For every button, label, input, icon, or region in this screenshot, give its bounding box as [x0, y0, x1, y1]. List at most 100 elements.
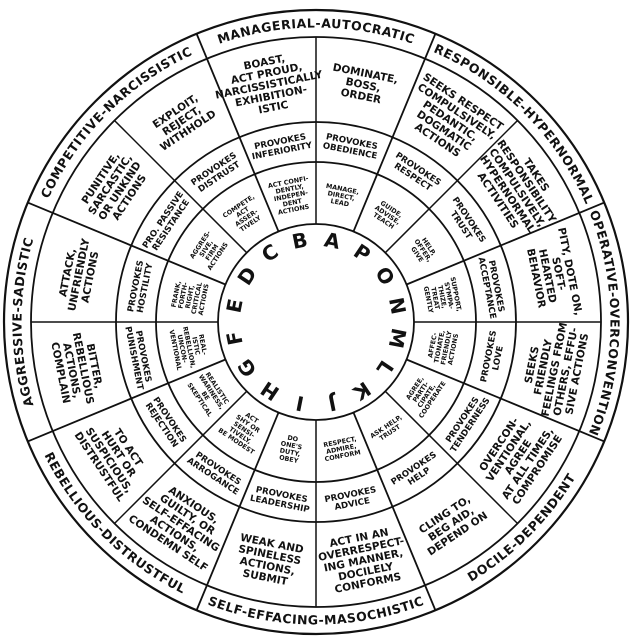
provokes-label-text: PROVOKESREJECTION — [142, 396, 187, 450]
provokes-label-text: PROVOKESINFERIORITY — [249, 131, 314, 162]
provokes-label: PROVOKESREJECTION — [142, 396, 188, 450]
inner-behavior: COMPETE,ACTASSER-TIVELY — [221, 193, 268, 237]
inner-behavior-text: AGGRES-SIVE,FIRMACTIONS — [188, 229, 230, 272]
category-divider — [195, 33, 280, 232]
provokes-label-text: PRO. PASSIVERESISTANCE — [141, 190, 194, 256]
inner-behavior-line: DENT — [282, 197, 303, 209]
inner-behavior-line: BE — [200, 390, 212, 402]
provokes-label-text: PROVOKESTRUST — [442, 196, 487, 250]
segment-letter: P — [349, 239, 375, 267]
inner-behavior: ASK HELP,TRUST — [369, 413, 404, 442]
category-divider — [352, 33, 437, 232]
outer-behavior-text: SEEKSFRIENDLYFEELINGS FROMOTHERS, EFFU-S… — [517, 317, 592, 422]
provokes-label-text: PROVOKESTENDERNESS — [441, 391, 493, 455]
provokes-label-text: PROVOKESARROGANCE — [185, 448, 246, 498]
inner-behavior: GUIDE,ADVISE,TEACH — [369, 198, 405, 232]
outer-behavior: BITTER,REBELLIOUSACTIONS,COMPLAIN — [47, 329, 107, 409]
provokes-label: PROVOKESOBEDIENCE — [322, 132, 379, 162]
outer-behavior: TO ACTHURT ORSUSPICIOUS,DISTRUSTFUL — [72, 411, 156, 505]
inner-behavior-text: REAL-ISTICREBELLION,UNCON-VENTIONAL — [167, 323, 211, 371]
inner-behavior-text: GUIDE,ADVISE,TEACH — [369, 198, 405, 232]
provokes-label-text: PROVOKESHELP — [390, 450, 444, 495]
segment-letter: L — [371, 356, 398, 380]
inner-behavior-text: DOONE'SDUTY,OBEY — [277, 433, 304, 466]
inner-behavior-text: SUPPORT,SYMPA-THIZE,TREATGENTLY — [421, 276, 463, 317]
inner-behavior-text: COMPETE,ACTASSER-TIVELY — [221, 193, 268, 237]
category-divider — [27, 201, 226, 286]
outer-behavior-text: EXPLOIT,REJECT,WITHHOLD — [145, 89, 218, 154]
category-divider — [406, 201, 605, 286]
segment-letter: B — [290, 227, 310, 254]
outer-behavior-text: PITY, DOTE ON,SOFT-HEARTEDBEHAVIOR — [521, 226, 584, 323]
inner-behavior: RESPECT,ADMIRE,CONFORM — [321, 435, 362, 464]
outer-behavior: PUNITIVE,SARCASTIC,OR UNKINDACTIONS — [77, 146, 155, 230]
outer-behavior-text: PUNITIVE,SARCASTIC,OR UNKINDACTIONS — [77, 146, 155, 230]
provokes-label-text: PROVOKESPUNISHMENT — [122, 324, 154, 391]
segment-letter: K — [348, 377, 375, 406]
ring-outlines — [2, 8, 630, 636]
outer-behavior: CLING TO,BEG AID,DEPEND ON — [417, 493, 490, 558]
outer-behavior-text: DOMINATE,BOSS,ORDER — [327, 62, 399, 109]
provokes-label: PROVOKESLEADERSHIP — [249, 484, 312, 515]
inner-behavior-text: FRANK,FORTH-RIGHT,CRITICALACTIONS — [169, 277, 211, 316]
inner-behavior-line: LEAD — [330, 197, 350, 208]
provokes-label: PROVOKESACCEPTANCE — [476, 255, 507, 320]
ring-circle — [217, 223, 415, 421]
provokes-label: PROVOKESDISTRUST — [190, 151, 244, 196]
provokes-label-text: PROVOKESRESPECT — [388, 151, 442, 196]
provokes-label: PROVOKESTRUST — [442, 196, 488, 250]
segment-letter: A — [322, 227, 342, 254]
inner-behavior-text: HELP,OFFER,GIVE — [407, 234, 440, 268]
inner-behavior-text: RESPECT,ADMIRE,CONFORM — [321, 435, 361, 464]
outer-behavior: ACT IN ANOVERRESPECT-ING MANNER,DOCILELY… — [315, 524, 412, 598]
inner-behavior-text: ACT CONFI-DENTLY,INDEPEN-DENTACTIONS — [267, 174, 315, 217]
inner-behavior-text: AFFEC-TIONATE,FRIENDLYACTIONS — [425, 327, 460, 367]
outer-behavior: ATTACK,UNFRIENDLYACTIONS — [55, 235, 104, 315]
inner-behavior: REALISTICWARINESS,BESKEPTICAL — [185, 369, 231, 419]
provokes-label-text: PROVOKESLOVE — [479, 330, 508, 385]
provokes-label: PROVOKESRESPECT — [388, 151, 443, 196]
inner-behavior: AGGRES-SIVE,FIRMACTIONS — [188, 229, 230, 272]
segment-letter: C — [257, 239, 283, 267]
provokes-label-text: PROVOKESADVICE — [324, 485, 379, 514]
provokes-label-text: PROVOKESHOSTILITY — [126, 260, 155, 315]
inner-behavior-text: REALISTICWARINESS,BESKEPTICAL — [185, 369, 231, 418]
segment-letter: M — [384, 326, 411, 350]
provokes-label: PROVOKESHELP — [390, 450, 444, 495]
inner-behavior: FRANK,FORTH-RIGHT,CRITICALACTIONS — [169, 277, 211, 316]
inner-behavior: AFFEC-TIONATE,FRIENDLYACTIONS — [425, 327, 460, 367]
outer-behavior-text: WEAK ANDSPINELESSACTIONS,SUBMIT — [232, 532, 304, 590]
provokes-label-text: PROVOKESACCEPTANCE — [476, 255, 507, 320]
segment-divider — [384, 119, 519, 254]
segment-letter: F — [221, 329, 247, 347]
provokes-label: PROVOKESLOVE — [479, 330, 508, 385]
ring-circle — [2, 8, 630, 636]
category-divider — [195, 412, 280, 611]
segment-letter: J — [326, 391, 340, 416]
provokes-label: PROVOKESPUNISHMENT — [122, 324, 154, 391]
segment-letter: E — [221, 297, 247, 315]
outer-behavior-text: ACT IN ANOVERRESPECT-ING MANNER,DOCILELY… — [315, 524, 412, 598]
outer-behavior: WEAK ANDSPINELESSACTIONS,SUBMIT — [232, 532, 305, 590]
provokes-label-text: PROVOKESDISTRUST — [190, 151, 244, 196]
inner-behavior: ACT CONFI-DENTLY,INDEPEN-DENTACTIONS — [267, 174, 315, 217]
outer-behavior: DOMINATE,BOSS,ORDER — [327, 62, 399, 109]
inner-behavior-text: MANAGE,DIRECT,LEAD — [322, 182, 359, 210]
outer-behavior: BOAST,ACT PROUD,NARCISSISTICALLYEXHIBITI… — [214, 53, 324, 117]
provokes-label-text: PROVOKESLEADERSHIP — [249, 484, 312, 515]
provokes-label: PROVOKESINFERIORITY — [249, 131, 314, 162]
outer-behavior-text: BITTER,REBELLIOUSACTIONS,COMPLAIN — [47, 329, 107, 409]
outer-behavior-text: ATTACK,UNFRIENDLYACTIONS — [55, 235, 104, 315]
outer-behavior-text: TO ACTHURT ORSUSPICIOUS,DISTRUSTFUL — [72, 411, 156, 505]
segment-letter: N — [384, 295, 411, 316]
provokes-label: PROVOKESADVICE — [324, 485, 379, 514]
category-divider — [27, 358, 226, 443]
provokes-label: PROVOKESHOSTILITY — [126, 260, 155, 315]
segment-divider — [113, 119, 248, 254]
segment-letter: D — [232, 262, 261, 289]
segment-letter: H — [256, 376, 283, 405]
inner-behavior-line: OBEY — [278, 453, 299, 465]
segment-divider — [384, 390, 519, 525]
